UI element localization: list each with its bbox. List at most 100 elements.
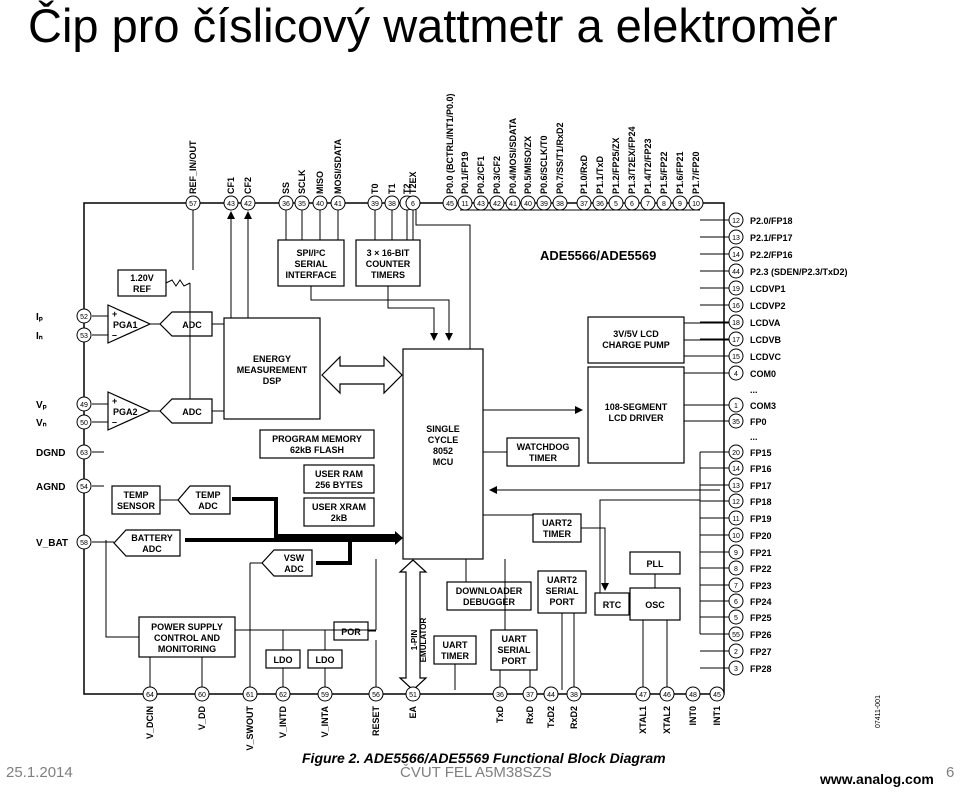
svg-text:DOWNLOADER: DOWNLOADER xyxy=(456,586,523,596)
pin-number: 46 xyxy=(663,692,671,699)
pin-number: 14 xyxy=(732,466,740,473)
pin-right-25 xyxy=(728,626,744,642)
pin-label: AGND xyxy=(36,482,65,493)
pin-number: 17 xyxy=(732,337,740,344)
pin-right-24 xyxy=(728,609,744,625)
pin-label: FP0 xyxy=(750,417,767,427)
pin-number: 7 xyxy=(734,583,738,590)
pin-number: 42 xyxy=(493,201,501,208)
pin-top-23 xyxy=(640,195,656,211)
pin-top-2 xyxy=(240,195,256,211)
pin-bottom-8 xyxy=(522,686,538,702)
svg-text:PROGRAM MEMORY: PROGRAM MEMORY xyxy=(272,434,362,444)
svg-text:8052: 8052 xyxy=(433,446,453,456)
dsp-mcu-bus xyxy=(321,355,403,395)
pin-label: LCDVA xyxy=(750,318,781,328)
pin-right-27 xyxy=(728,660,744,676)
pin-number: 15 xyxy=(732,354,740,361)
pin-number: 8 xyxy=(662,201,666,208)
pin-number: 41 xyxy=(334,201,342,208)
pin-top-11 xyxy=(442,195,458,211)
pin-right-14 xyxy=(728,444,744,460)
pin-top-17 xyxy=(536,195,552,211)
power-supply-block: POWER SUPPLY CONTROL AND MONITORING xyxy=(138,616,236,658)
svg-text:PGA1: PGA1 xyxy=(113,320,138,330)
pin-label: P0.0 (BCTRL/INT1/P0.0) xyxy=(445,93,455,194)
svg-text:LCD DRIVER: LCD DRIVER xyxy=(608,413,664,423)
pin-label: MOSI/SDATA xyxy=(333,138,343,194)
pin-number: 44 xyxy=(732,269,740,276)
pin-number: 20 xyxy=(732,450,740,457)
svg-text:–: – xyxy=(112,417,117,427)
pin-label: FP21 xyxy=(750,548,772,558)
pin-right-4 xyxy=(728,280,744,296)
pin-label: P1.4/T2/FP23 xyxy=(643,138,653,194)
pin-number: 37 xyxy=(580,201,588,208)
svg-text:SERIAL: SERIAL xyxy=(545,586,579,596)
pin-bottom-12 xyxy=(659,686,675,702)
pin-label: P2.0/FP18 xyxy=(750,216,793,226)
pin-number: 41 xyxy=(509,201,517,208)
pin-label: FP27 xyxy=(750,647,772,657)
pin-right-5 xyxy=(728,297,744,313)
pin-number: 49 xyxy=(80,402,88,409)
uart2-timer-block: UART2 TIMER xyxy=(532,513,582,543)
pin-number: 57 xyxy=(189,201,197,208)
pin-top-12 xyxy=(457,195,473,211)
pin-bottom-2 xyxy=(242,686,258,702)
vsw-adc-block: VSW ADC xyxy=(261,549,313,577)
svg-text:62kB FLASH: 62kB FLASH xyxy=(290,445,344,455)
pin-number: 5 xyxy=(734,615,738,622)
pin-label: SCLK xyxy=(297,169,307,194)
pin-right-22 xyxy=(728,577,744,593)
pin-number: 10 xyxy=(692,201,700,208)
pin-label: INT0 xyxy=(688,706,698,726)
pin-label: REF_IN/OUT xyxy=(188,140,198,194)
pin-label: FP18 xyxy=(750,497,772,507)
pin-number: 10 xyxy=(732,533,740,540)
svg-text:SINGLE: SINGLE xyxy=(426,424,460,434)
pin-number: 11 xyxy=(732,516,739,523)
pin-label: T2 xyxy=(402,183,412,194)
pin-top-4 xyxy=(294,195,310,211)
osc-block: OSC xyxy=(629,587,681,621)
pin-label: ... xyxy=(750,385,758,395)
pin-top-19 xyxy=(576,195,592,211)
pin-number: 7 xyxy=(646,201,650,208)
energy-dsp-block: ENERGY MEASUREMENT DSP xyxy=(223,317,321,420)
pin-label: Vₙ xyxy=(36,418,47,429)
svg-text:OSC: OSC xyxy=(645,600,665,610)
pin-number: 47 xyxy=(639,692,647,699)
pin-bottom-6 xyxy=(405,686,421,702)
downloader-debugger-block: DOWNLOADER DEBUGGER xyxy=(446,581,532,611)
pin-right-26 xyxy=(728,643,744,659)
pin-label: V_SWOUT xyxy=(245,706,255,751)
svg-text:ADC: ADC xyxy=(182,320,202,330)
pin-number: 48 xyxy=(689,692,697,699)
internal-bus xyxy=(185,497,395,565)
pll-block: PLL xyxy=(629,551,681,575)
temp-adc-block: TEMP ADC xyxy=(177,485,231,515)
svg-text:USER RAM: USER RAM xyxy=(315,469,363,479)
pin-top-6 xyxy=(330,195,346,211)
pin-label: FP23 xyxy=(750,581,772,591)
pin-number: 64 xyxy=(146,692,154,699)
pin-right-1 xyxy=(728,229,744,245)
figure-code: 07411-001 xyxy=(875,695,882,728)
pin-label: SS xyxy=(281,182,291,194)
pin-label: V_BAT xyxy=(36,538,68,549)
svg-text:TIMER: TIMER xyxy=(441,651,469,661)
pin-number: 56 xyxy=(372,692,380,699)
lcd-charge-pump-block: 3V/5V LCD CHARGE PUMP xyxy=(587,316,685,364)
pin-label: LCDVC xyxy=(750,352,781,362)
pin-label: XTAL1 xyxy=(638,706,648,734)
pin-right-8 xyxy=(728,348,744,364)
pin-label: FP17 xyxy=(750,481,772,491)
pin-number: 38 xyxy=(556,201,564,208)
pin-number: 40 xyxy=(316,201,324,208)
program-memory-block: PROGRAM MEMORY 62kB FLASH xyxy=(259,429,375,459)
pin-right-7 xyxy=(728,331,744,347)
pin-top-25 xyxy=(672,195,688,211)
pin-label: RESET xyxy=(371,706,381,737)
pin-number: 6 xyxy=(411,201,415,208)
